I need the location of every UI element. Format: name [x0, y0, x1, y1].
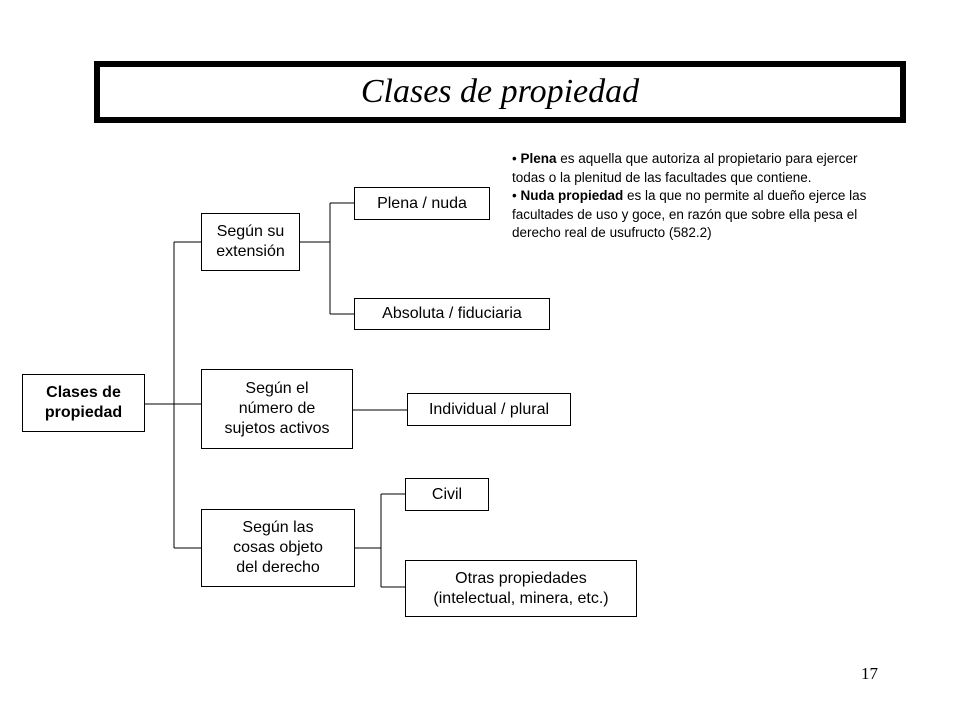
category-numero: Según el número de sujetos activos: [201, 369, 353, 449]
leaf-plena: Plena / nuda: [354, 187, 490, 220]
note-item: • Plena es aquella que autoriza al propi…: [512, 150, 894, 187]
definition-notes: • Plena es aquella que autoriza al propi…: [512, 150, 894, 243]
root-label: Clases de propiedad: [44, 384, 123, 421]
note-item: • Nuda propiedad es la que no permite al…: [512, 187, 894, 243]
leaf-civil-label: Civil: [431, 485, 463, 503]
leaf-plena-label: Plena / nuda: [377, 194, 467, 212]
category-numero-label: Según el número de sujetos activos: [224, 380, 330, 437]
category-cosas-label: Según las cosas objeto del derecho: [233, 519, 323, 576]
leaf-otras-label: Otras propiedades (intelectual, minera, …: [433, 569, 609, 607]
note-text: es aquella que autoriza al propietario p…: [512, 151, 858, 185]
title-box: Clases de propiedad: [94, 61, 906, 123]
category-extension: Según su extensión: [201, 213, 300, 271]
leaf-individual-label: Individual / plural: [428, 400, 550, 418]
note-term: Nuda propiedad: [520, 188, 624, 203]
page-number: 17: [861, 664, 878, 683]
leaf-otras: Otras propiedades (intelectual, minera, …: [405, 560, 637, 617]
leaf-absoluta-label: Absoluta / fiduciaria: [382, 305, 522, 322]
leaf-individual: Individual / plural: [407, 393, 571, 426]
note-term: Plena: [520, 151, 557, 166]
page-title: Clases de propiedad: [360, 73, 640, 110]
note-text: es la que no permite al dueño ejerce las…: [512, 188, 867, 240]
category-extension-label: Según su extensión: [216, 223, 285, 260]
leaf-absoluta: Absoluta / fiduciaria: [354, 298, 550, 330]
bullet: •: [512, 188, 517, 203]
root-node: Clases de propiedad: [22, 374, 145, 432]
leaf-civil: Civil: [405, 478, 489, 511]
bullet: •: [512, 151, 517, 166]
category-cosas: Según las cosas objeto del derecho: [201, 509, 355, 587]
